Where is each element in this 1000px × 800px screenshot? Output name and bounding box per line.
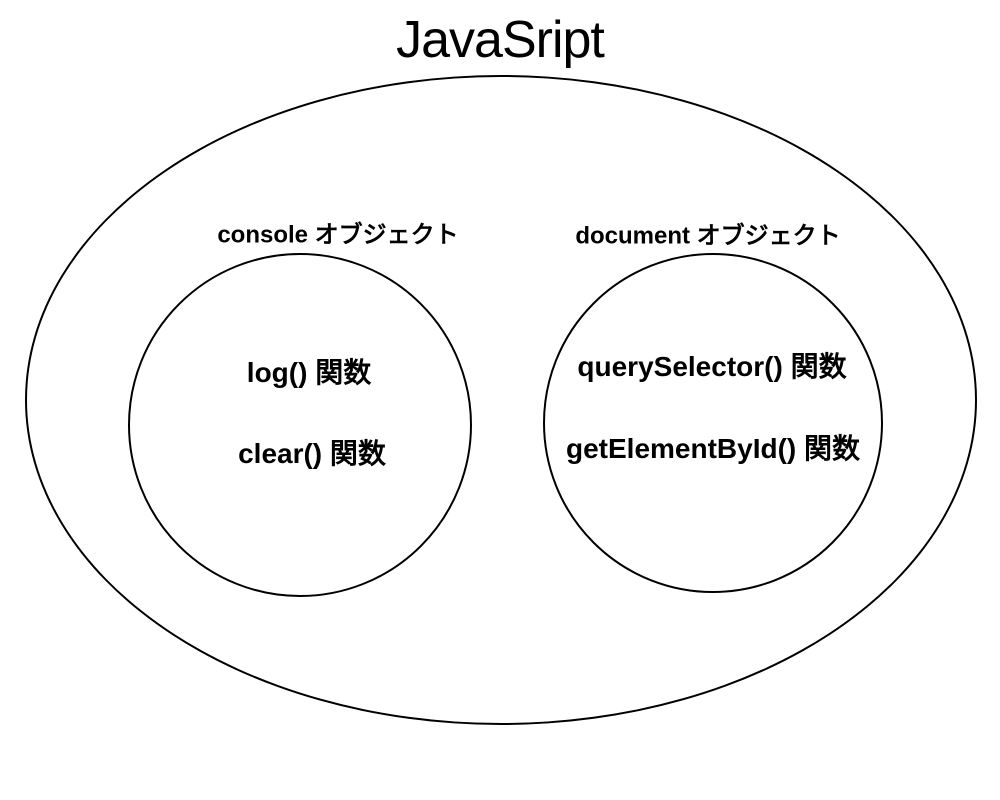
document-function-getelementbyid: getElementById() 関数 xyxy=(565,433,861,464)
diagram-title: JavaSript xyxy=(396,11,605,69)
javascript-outer-ellipse xyxy=(25,75,977,725)
console-function-log: log() 関数 xyxy=(246,357,372,388)
document-function-queryselector: querySelector() 関数 xyxy=(577,351,847,382)
console-object-circle xyxy=(128,253,472,597)
console-object-label: console オブジェクト xyxy=(217,221,459,249)
document-object-circle xyxy=(543,253,883,593)
console-function-clear: clear() 関数 xyxy=(238,438,386,469)
document-object-label: document オブジェクト xyxy=(575,222,841,250)
